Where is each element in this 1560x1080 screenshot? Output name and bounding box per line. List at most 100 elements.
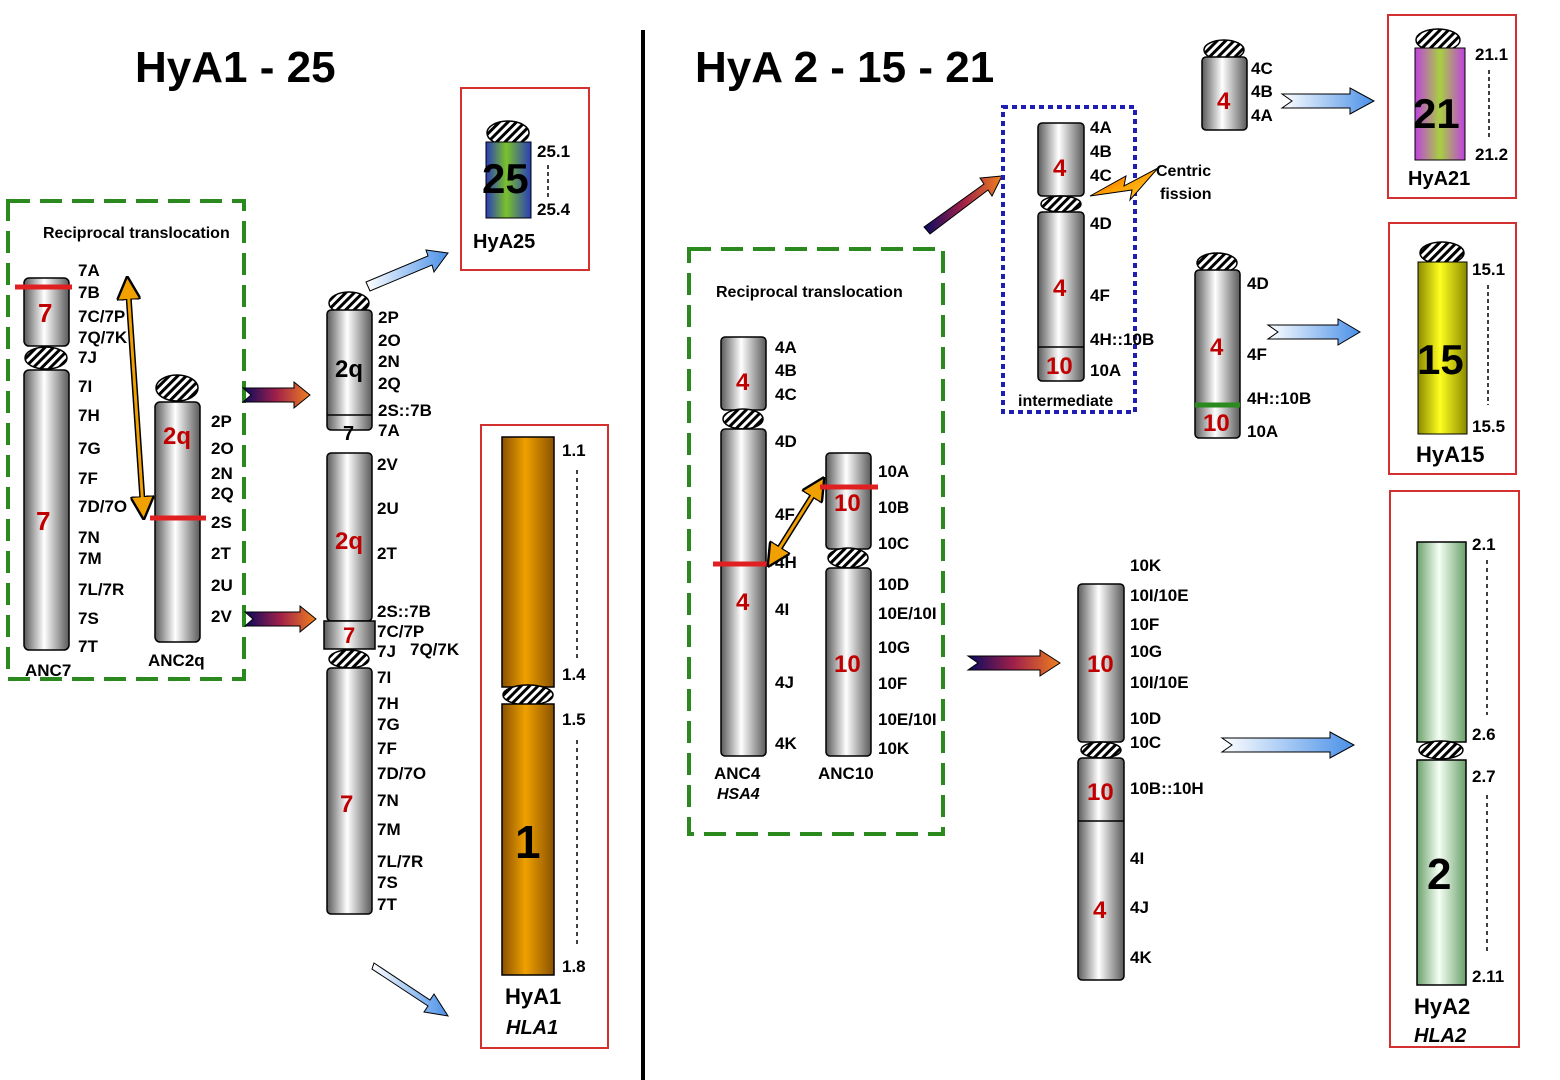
band-label-anc7-bands-5: 7I [78, 377, 92, 396]
band-label-fused10-bands-10: 4K [1130, 948, 1152, 967]
hya21-top: 21.1 [1475, 45, 1508, 64]
hya15-bottom: 15.5 [1472, 417, 1505, 436]
mid-large-label-7a: 7 [343, 623, 355, 648]
band-label-anc2q-bands-2: 2N [211, 464, 233, 483]
band-label-mid_large-bands-7: 7I [377, 668, 391, 687]
anc2q-name: ANC2q [148, 651, 205, 670]
arrow-to-hya21 [1280, 87, 1376, 115]
hya1-b2: 1.4 [562, 665, 586, 684]
reciprocal-box-right [687, 247, 945, 836]
anc7-bands: 7A 7B 7C/7P 7Q/7K 7J 7I 7H 7G 7F 7D/7O 7… [78, 261, 128, 656]
band-label-fused10-bands-9: 4J [1130, 898, 1149, 917]
title-left: HyA1 - 25 [135, 43, 336, 92]
chromosome-med4: 4 10 [1194, 252, 1241, 439]
anc4-bottom-label: 4 [736, 589, 750, 616]
band-label-anc7-bands-13: 7S [78, 609, 99, 628]
band-label-anc10-bands-7: 10E/10I [878, 710, 937, 729]
hya25-box [460, 87, 590, 271]
reciprocal-box-left [6, 199, 246, 681]
band-label-intermediate_chr-bands-2: 4C [1090, 166, 1112, 185]
band-label-intermediate_chr-bands-5: 4H::10B [1090, 330, 1154, 349]
band-label-med4-bands-3: 10A [1247, 422, 1278, 441]
hya25-name: HyA25 [473, 231, 535, 253]
band-label-intermediate_chr-bands-0: 4A [1090, 118, 1112, 137]
hya1-name: HyA1 [505, 984, 561, 1009]
band-label-anc7-bands-14: 7T [78, 637, 98, 656]
anc2q-bands: 2P 2O 2N 2Q 2S 2T 2U 2V [211, 412, 234, 626]
band-label-mid_large-bands-4: 7C/7P [377, 622, 424, 641]
small4-bands: 4C 4B 4A [1251, 59, 1273, 125]
centric-fission-label-2: fission [1160, 186, 1212, 203]
anc2q-label: 2q [163, 423, 191, 450]
band-label-med4-bands-2: 4H::10B [1247, 389, 1311, 408]
band-label-mid_large-bands-12: 7N [377, 791, 399, 810]
chromosome-anc2q: 2q ANC2q [148, 374, 206, 670]
chromosome-fused10: 10 10 4 [1077, 583, 1125, 981]
chromosome-anc10: 10 10 ANC10 [818, 452, 878, 783]
centric-fission-label-1: Centric [1156, 163, 1211, 180]
band-label-med4-bands-1: 4F [1247, 345, 1267, 364]
band-label-anc4-bands-0: 4A [775, 338, 797, 357]
band-label-anc7-bands-11: 7M [78, 549, 102, 568]
hya21-box [1387, 14, 1517, 199]
band-label-anc7-bands-8: 7F [78, 469, 98, 488]
band-label-anc7-bands-10: 7N [78, 528, 100, 547]
band-label-mid_large-bands-0: 2V [377, 455, 398, 474]
band-label-anc4-bands-2: 4C [775, 385, 797, 404]
band-label-intermediate_chr-bands-6: 10A [1090, 361, 1121, 380]
arrow-to-large [243, 604, 317, 634]
med4-label-10: 10 [1203, 410, 1230, 437]
chromosome-hya1: 1 1.1 1.4 1.5 1.8 HyA1 HLA1 [501, 436, 586, 1039]
band-label-anc7-bands-4: 7J [78, 348, 97, 367]
anc4-name: ANC4 [714, 764, 761, 783]
small4-label: 4 [1217, 88, 1231, 115]
band-label-anc10-bands-0: 10A [878, 462, 909, 481]
mid-large-bands: 2V 2U 2T 2S::7B 7C/7P 7J 7Q/7K 7I 7H 7G … [377, 455, 460, 914]
band-label-fused10-bands-8: 4I [1130, 849, 1144, 868]
band-label-mid_large-bands-1: 2U [377, 499, 399, 518]
band-label-anc2q-bands-3: 2Q [211, 484, 234, 503]
band-label-anc2q-bands-0: 2P [211, 412, 232, 431]
intermediate-label-4b: 4 [1053, 275, 1067, 302]
band-label-anc4-bands-6: 4I [775, 600, 789, 619]
band-label-anc7-bands-6: 7H [78, 406, 100, 425]
intermediate-bands: 4A 4B 4C 4D 4F 4H::10B 10A [1090, 118, 1154, 380]
band-label-mid_large-bands-11: 7D/7O [377, 764, 426, 783]
band-label-small4-bands-0: 4C [1251, 59, 1273, 78]
anc4-top-label: 4 [736, 369, 750, 396]
band-label-fused10-bands-3: 10G [1130, 642, 1162, 661]
band-label-mid_small-bands-1: 2O [378, 331, 401, 350]
arrow-to-hya15 [1266, 318, 1361, 346]
reciprocal-label-right: Reciprocal translocation [716, 284, 903, 301]
chromosome-anc4: 4 4 ANC4 HSA4 [713, 336, 772, 803]
band-label-anc2q-bands-4: 2S [211, 513, 232, 532]
chromosome-small4: 4 [1201, 39, 1248, 131]
band-label-anc2q-bands-7: 2V [211, 607, 232, 626]
band-label-fused10-bands-1: 10I/10E [1130, 586, 1189, 605]
band-label-anc10-bands-5: 10G [878, 638, 910, 657]
band-label-fused10-bands-5: 10D [1130, 709, 1161, 728]
hya21-number: 21 [1413, 90, 1460, 137]
hya25-top: 25.1 [537, 142, 570, 161]
hya2-number: 2 [1427, 850, 1451, 899]
band-label-mid_small-bands-4: 2S::7B [378, 401, 432, 420]
band-label-anc4-bands-1: 4B [775, 361, 797, 380]
arrow-to-small [241, 380, 311, 410]
arrow-to-hya25 [365, 249, 449, 292]
band-label-anc10-bands-8: 10K [878, 739, 910, 758]
hya15-top: 15.1 [1472, 260, 1505, 279]
chromosome-mid-large: 2q 7 7 [323, 452, 376, 915]
band-label-mid_small-bands-0: 2P [378, 308, 399, 327]
chromosome-intermediate: 4 4 10 intermediate [1018, 122, 1113, 410]
fused10-label-10b: 10 [1087, 779, 1114, 806]
band-label-mid_large-bands-9: 7G [377, 715, 400, 734]
arrow-to-hya1 [371, 962, 450, 1017]
hya15-number: 15 [1417, 336, 1464, 383]
chromosome-anc7: 7 7 ANC7 [15, 277, 72, 680]
band-label-fused10-bands-6: 10C [1130, 733, 1161, 752]
fused10-label-4: 4 [1093, 897, 1107, 924]
band-label-mid_large-bands-3: 2S::7B [377, 602, 431, 621]
mid-large-label-2q: 2q [335, 528, 363, 555]
intermediate-box [1001, 105, 1137, 414]
